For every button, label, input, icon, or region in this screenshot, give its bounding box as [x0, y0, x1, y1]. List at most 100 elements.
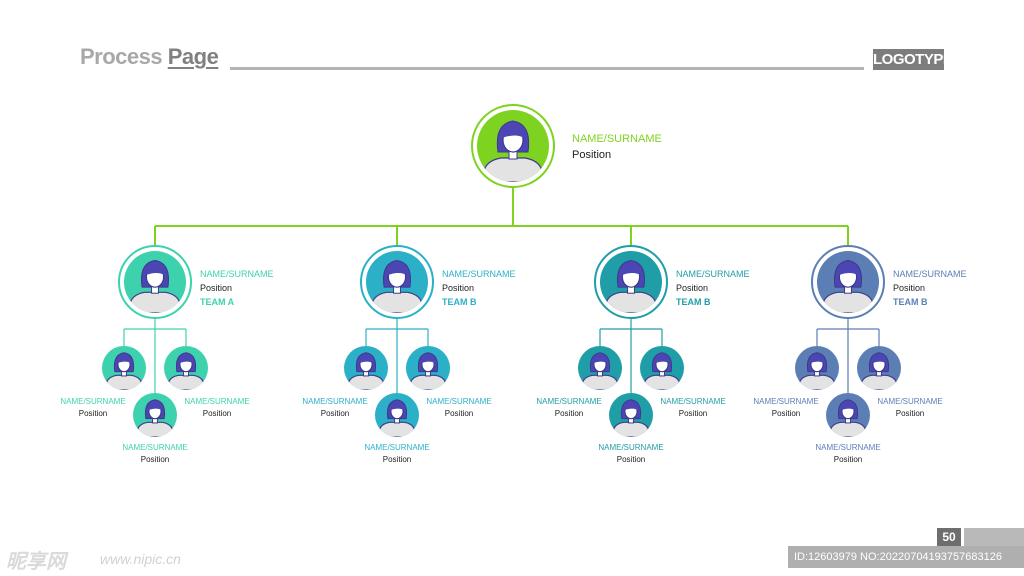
team-name: TEAM B: [893, 297, 928, 307]
fringe: [621, 265, 641, 276]
logotype: LOGOTYPE: [873, 49, 953, 70]
member-position: Position: [382, 455, 412, 464]
member-label: NAME/SURNAME Position: [788, 443, 908, 464]
team-lead-avatar: [594, 245, 668, 319]
person-icon: [104, 352, 144, 390]
body: [642, 374, 682, 390]
body: [104, 374, 144, 390]
member-name: NAME/SURNAME: [426, 397, 492, 406]
member-avatar: [344, 346, 388, 390]
team-lead-position: Position: [893, 283, 926, 293]
page-title-process: Process: [80, 44, 168, 69]
person-icon: [408, 352, 448, 390]
member-name: NAME/SURNAME: [302, 397, 368, 406]
member-avatar: [406, 346, 450, 390]
fringe: [872, 356, 886, 364]
body: [346, 374, 386, 390]
body: [828, 421, 868, 437]
body: [611, 421, 651, 437]
head-avatar: [471, 104, 555, 188]
member-avatar: [164, 346, 208, 390]
header-rule: [230, 67, 864, 70]
person-icon: [128, 259, 182, 313]
fringe: [117, 356, 131, 364]
member-avatar: [826, 393, 870, 437]
member-label: NAME/SURNAME Position: [95, 443, 215, 464]
member-position: Position: [78, 409, 108, 418]
member-position: Position: [833, 455, 863, 464]
member-name: NAME/SURNAME: [364, 443, 430, 452]
body: [370, 291, 424, 313]
member-name: NAME/SURNAME: [660, 397, 726, 406]
member-avatar: [102, 346, 146, 390]
body: [580, 374, 620, 390]
fringe: [421, 356, 435, 364]
watermark-url: www.nipic.cn: [100, 551, 181, 567]
body: [604, 291, 658, 313]
member-label: NAME/SURNAME Position: [337, 443, 457, 464]
team-lead-position: Position: [676, 283, 709, 293]
person-icon: [642, 352, 682, 390]
team-lead-position: Position: [442, 283, 475, 293]
member-position: Position: [140, 455, 170, 464]
person-icon: [370, 259, 424, 313]
body: [859, 374, 899, 390]
member-label: NAME/SURNAME Position: [399, 397, 519, 418]
body: [166, 374, 206, 390]
body: [821, 291, 875, 313]
member-avatar: [375, 393, 419, 437]
fringe: [838, 265, 858, 276]
member-name: NAME/SURNAME: [536, 397, 602, 406]
team-lead-name: NAME/SURNAME: [893, 269, 967, 279]
person-icon: [859, 352, 899, 390]
member-avatar: [133, 393, 177, 437]
fringe: [390, 403, 404, 411]
person-icon: [346, 352, 386, 390]
member-avatar: [609, 393, 653, 437]
person-icon: [482, 120, 544, 182]
member-position: Position: [202, 409, 232, 418]
member-position: Position: [320, 409, 350, 418]
member-avatar: [578, 346, 622, 390]
member-avatar: [640, 346, 684, 390]
fringe: [502, 126, 524, 138]
member-position: Position: [895, 409, 925, 418]
member-position: Position: [616, 455, 646, 464]
watermark-id: ID:12603979 NO:20220704193757683126: [788, 546, 1024, 568]
person-icon: [604, 259, 658, 313]
team-lead-avatar: [360, 245, 434, 319]
body: [797, 374, 837, 390]
team-lead-name: NAME/SURNAME: [200, 269, 274, 279]
member-name: NAME/SURNAME: [184, 397, 250, 406]
member-name: NAME/SURNAME: [60, 397, 126, 406]
team-name: TEAM B: [676, 297, 711, 307]
member-label: NAME/SURNAME Position: [726, 397, 846, 418]
member-position: Position: [444, 409, 474, 418]
person-icon: [828, 399, 868, 437]
page-title: Process Page: [80, 44, 219, 70]
fringe: [841, 403, 855, 411]
fringe: [655, 356, 669, 364]
fringe: [387, 265, 407, 276]
team-name: TEAM A: [200, 297, 235, 307]
team-lead-avatar: [118, 245, 192, 319]
member-name: NAME/SURNAME: [122, 443, 188, 452]
member-name: NAME/SURNAME: [753, 397, 819, 406]
member-name: NAME/SURNAME: [815, 443, 881, 452]
member-name: NAME/SURNAME: [877, 397, 943, 406]
team-lead-name: NAME/SURNAME: [676, 269, 750, 279]
fringe: [179, 356, 193, 364]
page-number: 50: [937, 528, 961, 546]
fringe: [593, 356, 607, 364]
fringe: [148, 403, 162, 411]
person-icon: [135, 399, 175, 437]
member-position: Position: [771, 409, 801, 418]
